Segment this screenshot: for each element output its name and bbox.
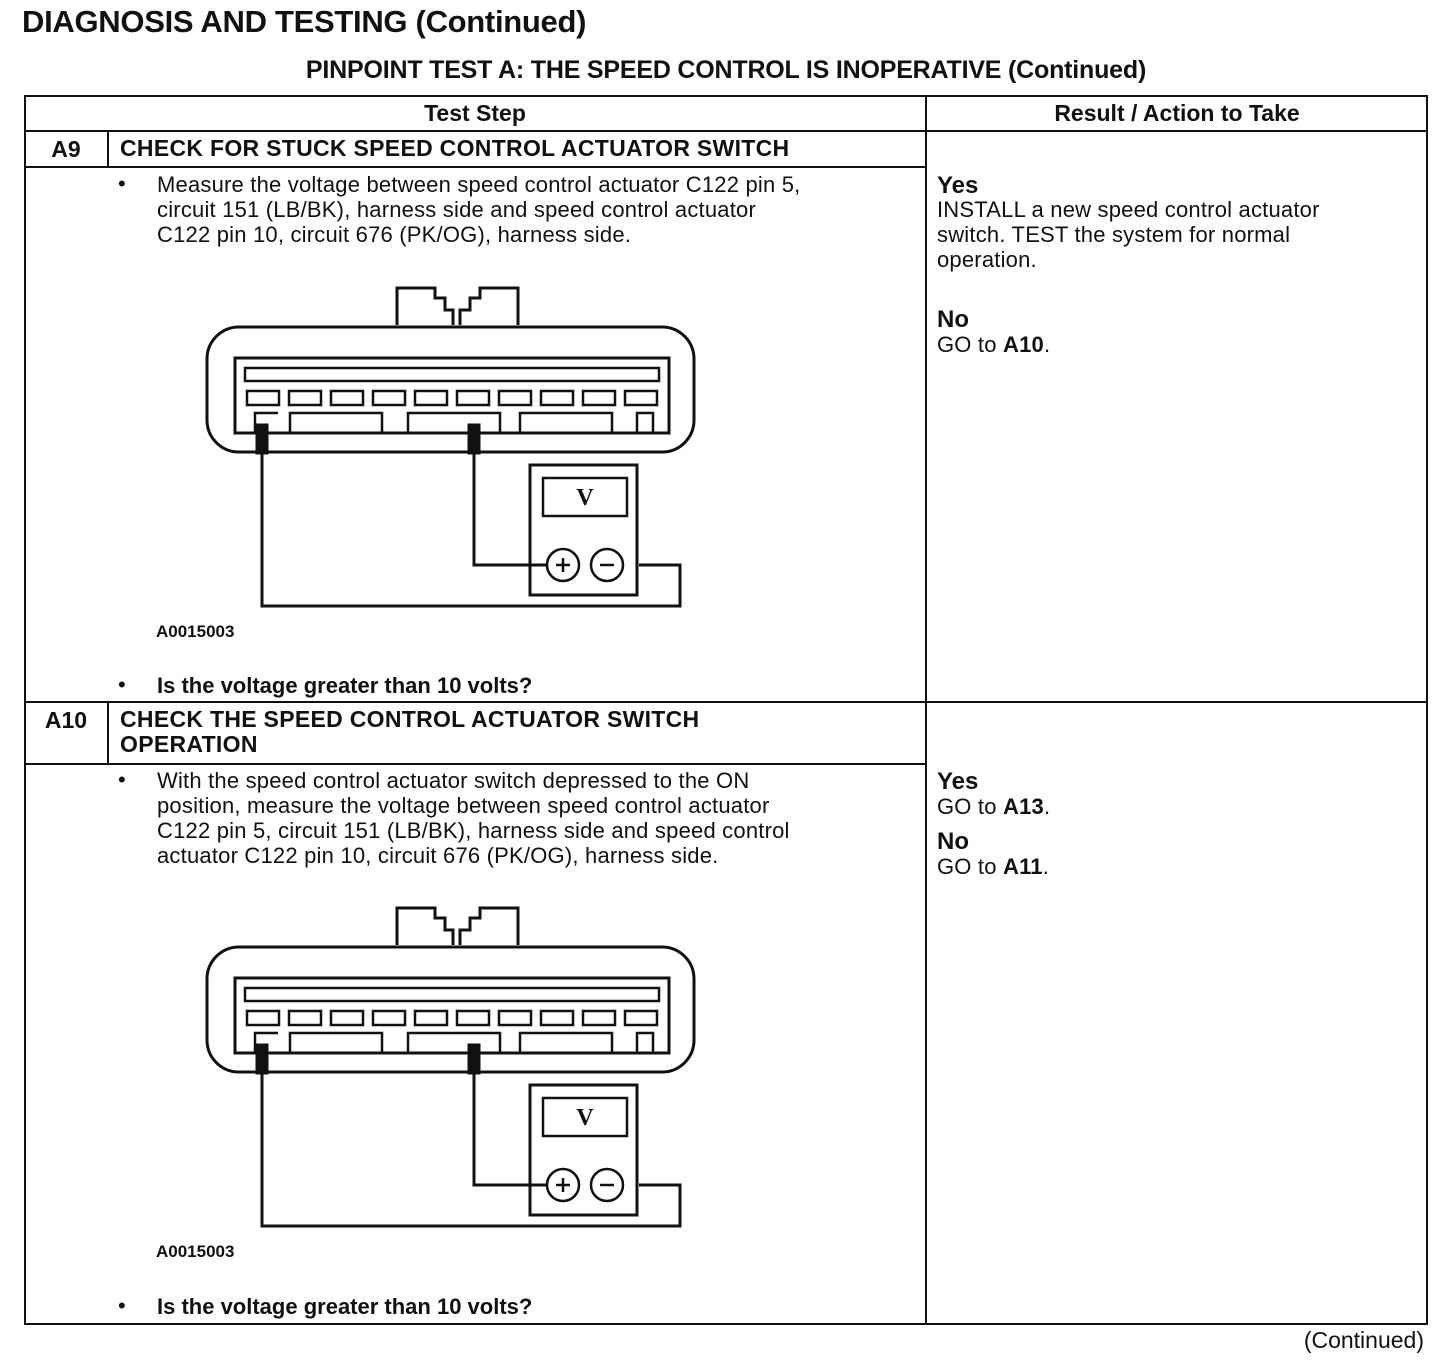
a9-result-no: No: [937, 306, 969, 333]
a10-instruction-line: actuator C122 pin 10, circuit 676 (PK/OG…: [157, 843, 719, 868]
a9-question: Is the voltage greater than 10 volts?: [157, 673, 533, 698]
a10-result-yes: Yes: [937, 768, 979, 795]
column-header-test-step: Test Step: [424, 100, 526, 126]
a10-result-no-action: GO to A11.: [937, 854, 1050, 879]
a10-result-yes-action: GO to A13.: [937, 794, 1051, 819]
a9-result-yes: Yes: [937, 172, 979, 199]
column-header-result: Result / Action to Take: [1054, 100, 1300, 126]
a9-result-yes-line: switch. TEST the system for normal: [937, 222, 1291, 247]
a10-connector-voltmeter-diagram: V: [205, 906, 696, 1228]
a9-result-yes-line: operation.: [937, 247, 1037, 272]
step-title-a10: OPERATION: [120, 731, 258, 757]
voltmeter-label: V: [576, 485, 594, 511]
a9-result-no-action: GO to A10.: [937, 332, 1051, 357]
a10-id-divider: [107, 701, 109, 763]
step-title-a10: CHECK THE SPEED CONTROL ACTUATOR SWITCH: [120, 706, 700, 732]
a9-id-divider: [107, 130, 109, 166]
a9-instruction-line: circuit 151 (LB/BK), harness side and sp…: [157, 197, 756, 222]
section-subtitle: PINPOINT TEST A: THE SPEED CONTROL IS IN…: [305, 56, 1147, 84]
header-rule: [24, 130, 1428, 132]
a10-instruction-line: position, measure the voltage between sp…: [157, 793, 770, 818]
continued-note: (Continued): [1303, 1327, 1424, 1353]
bullet-icon: •: [118, 1293, 126, 1318]
step-id-a10: A10: [44, 707, 88, 733]
a9-connector-voltmeter-diagram: V: [205, 286, 696, 608]
step-title-a9: CHECK FOR STUCK SPEED CONTROL ACTUATOR S…: [120, 135, 790, 161]
a10-figure-id: A0015003: [156, 1242, 235, 1261]
goto-step-link: A11: [1003, 854, 1043, 879]
a9-title-rule: [24, 166, 926, 168]
a9-figure-id: A0015003: [156, 622, 235, 641]
a10-result-no: No: [937, 828, 969, 855]
a9-instruction-line: Measure the voltage between speed contro…: [157, 172, 801, 197]
goto-step-link: A10: [1003, 332, 1044, 357]
step-id-a9: A9: [51, 136, 81, 162]
goto-step-link: A13: [1003, 794, 1044, 819]
a9-a10-rule: [24, 701, 1428, 703]
test-table: [24, 95, 1428, 1325]
a10-instruction-line: C122 pin 5, circuit 151 (LB/BK), harness…: [157, 818, 790, 843]
voltmeter-label: V: [576, 1105, 594, 1131]
a9-instruction-line: C122 pin 10, circuit 676 (PK/OG), harnes…: [157, 222, 632, 247]
bullet-icon: •: [118, 767, 126, 792]
bullet-icon: •: [118, 672, 126, 697]
column-divider: [925, 95, 927, 1325]
bullet-icon: •: [118, 171, 126, 196]
a10-question: Is the voltage greater than 10 volts?: [157, 1294, 533, 1319]
a10-title-rule: [24, 763, 926, 765]
a9-result-yes-line: INSTALL a new speed control actuator: [937, 197, 1320, 222]
page-title: DIAGNOSIS AND TESTING (Continued): [22, 4, 587, 39]
a10-instruction-line: With the speed control actuator switch d…: [157, 768, 750, 793]
